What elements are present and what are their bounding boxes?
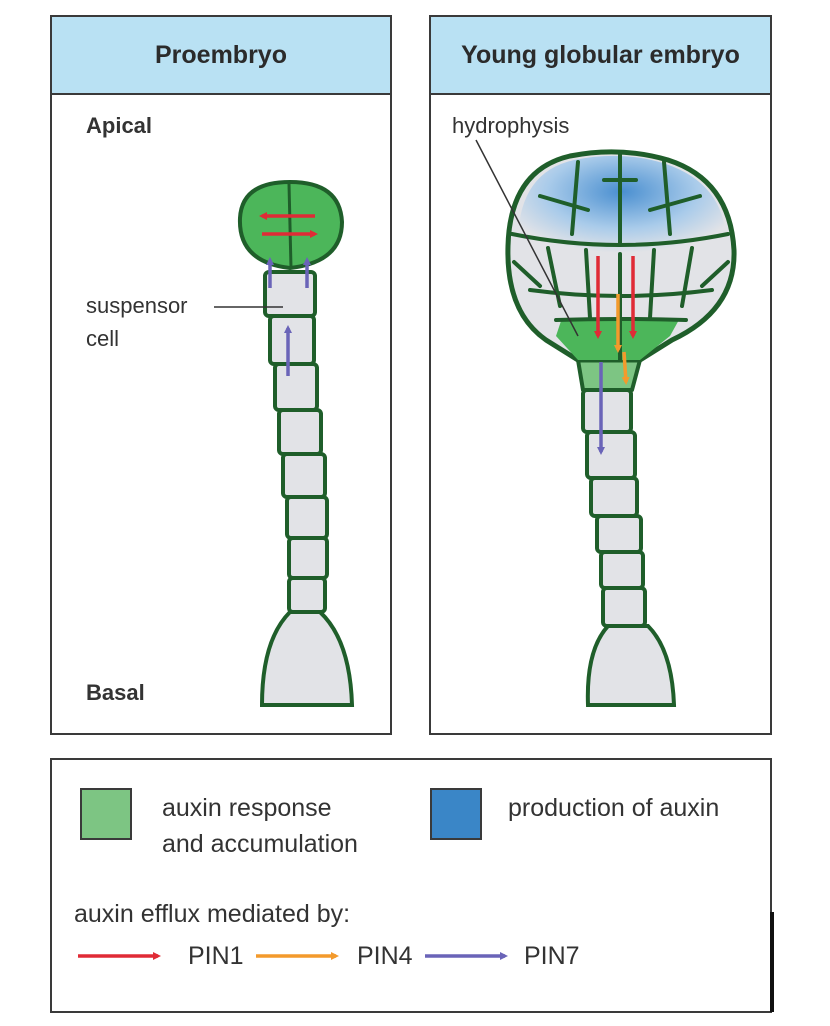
hydrophysis-label: hydrophysis [452, 113, 570, 138]
cell-wall-v11 [512, 260, 542, 288]
globular-suspensor-cell-3 [589, 476, 639, 518]
auxin-production-label: production of auxin [508, 794, 720, 822]
globular-suspensor-cell-6 [601, 586, 647, 628]
pin4-label: PIN4 [357, 942, 413, 970]
auxin-response-swatch [80, 788, 132, 840]
suspensor-cell-5 [281, 452, 327, 499]
suspensor-cell-1 [263, 270, 317, 318]
edge-strip [770, 912, 774, 1012]
proembryo-panel: Proembryo [50, 15, 392, 735]
suspensor-label-line2: cell [86, 326, 120, 351]
cell-wall-v7 [584, 248, 592, 320]
cell-wall-v3 [662, 160, 672, 236]
suspensor-cell-4 [277, 408, 323, 456]
globular-suspensor-cell-5 [599, 550, 645, 590]
apical-label: Apical [86, 113, 153, 138]
globular-suspensor-cell-1 [581, 388, 633, 434]
suspensor-cell-2 [268, 314, 316, 366]
globular-basal-cell [585, 624, 677, 707]
suspensor-cell-6 [285, 495, 329, 540]
proembryo-title: Proembryo [52, 17, 390, 95]
suspensor-cell-3 [273, 362, 319, 412]
pin7-label: PIN7 [524, 942, 580, 970]
basal-label: Basal [86, 680, 145, 705]
suspensor-cell-7 [287, 536, 329, 580]
auxin-response-label-line2: and accumulation [162, 830, 358, 858]
globular-suspensor-cell-4 [595, 514, 643, 554]
cell-wall-v5 [648, 194, 702, 212]
cell-wall-v9 [648, 248, 656, 320]
suspensor-label-line1: suspensor [86, 293, 188, 318]
basal-cell [259, 610, 355, 707]
hydrophysis-leader-line [475, 139, 579, 337]
cell-wall-v10 [680, 246, 694, 308]
legend-box: auxin response and accumulation producti… [50, 758, 772, 1013]
globular-embryo-title: Young globular embryo [431, 17, 770, 95]
pin4-arrow-down-2 [621, 351, 630, 385]
proembryo-drawing [214, 179, 355, 707]
proembryo-head-division [287, 183, 293, 269]
globular-suspensor-cell-2 [585, 430, 637, 480]
cell-wall-v4 [538, 194, 590, 212]
cell-wall-v1 [570, 160, 580, 236]
cell-wall-v12 [700, 260, 730, 288]
globular-embryo-drawing [475, 139, 737, 707]
efflux-title: auxin efflux mediated by: [74, 900, 351, 928]
suspensor-cell-8 [287, 576, 327, 614]
auxin-response-label-line1: auxin response [162, 794, 332, 822]
hypophysis-light-cell [576, 358, 642, 392]
auxin-production-swatch [430, 788, 482, 840]
pin1-label: PIN1 [188, 942, 244, 970]
